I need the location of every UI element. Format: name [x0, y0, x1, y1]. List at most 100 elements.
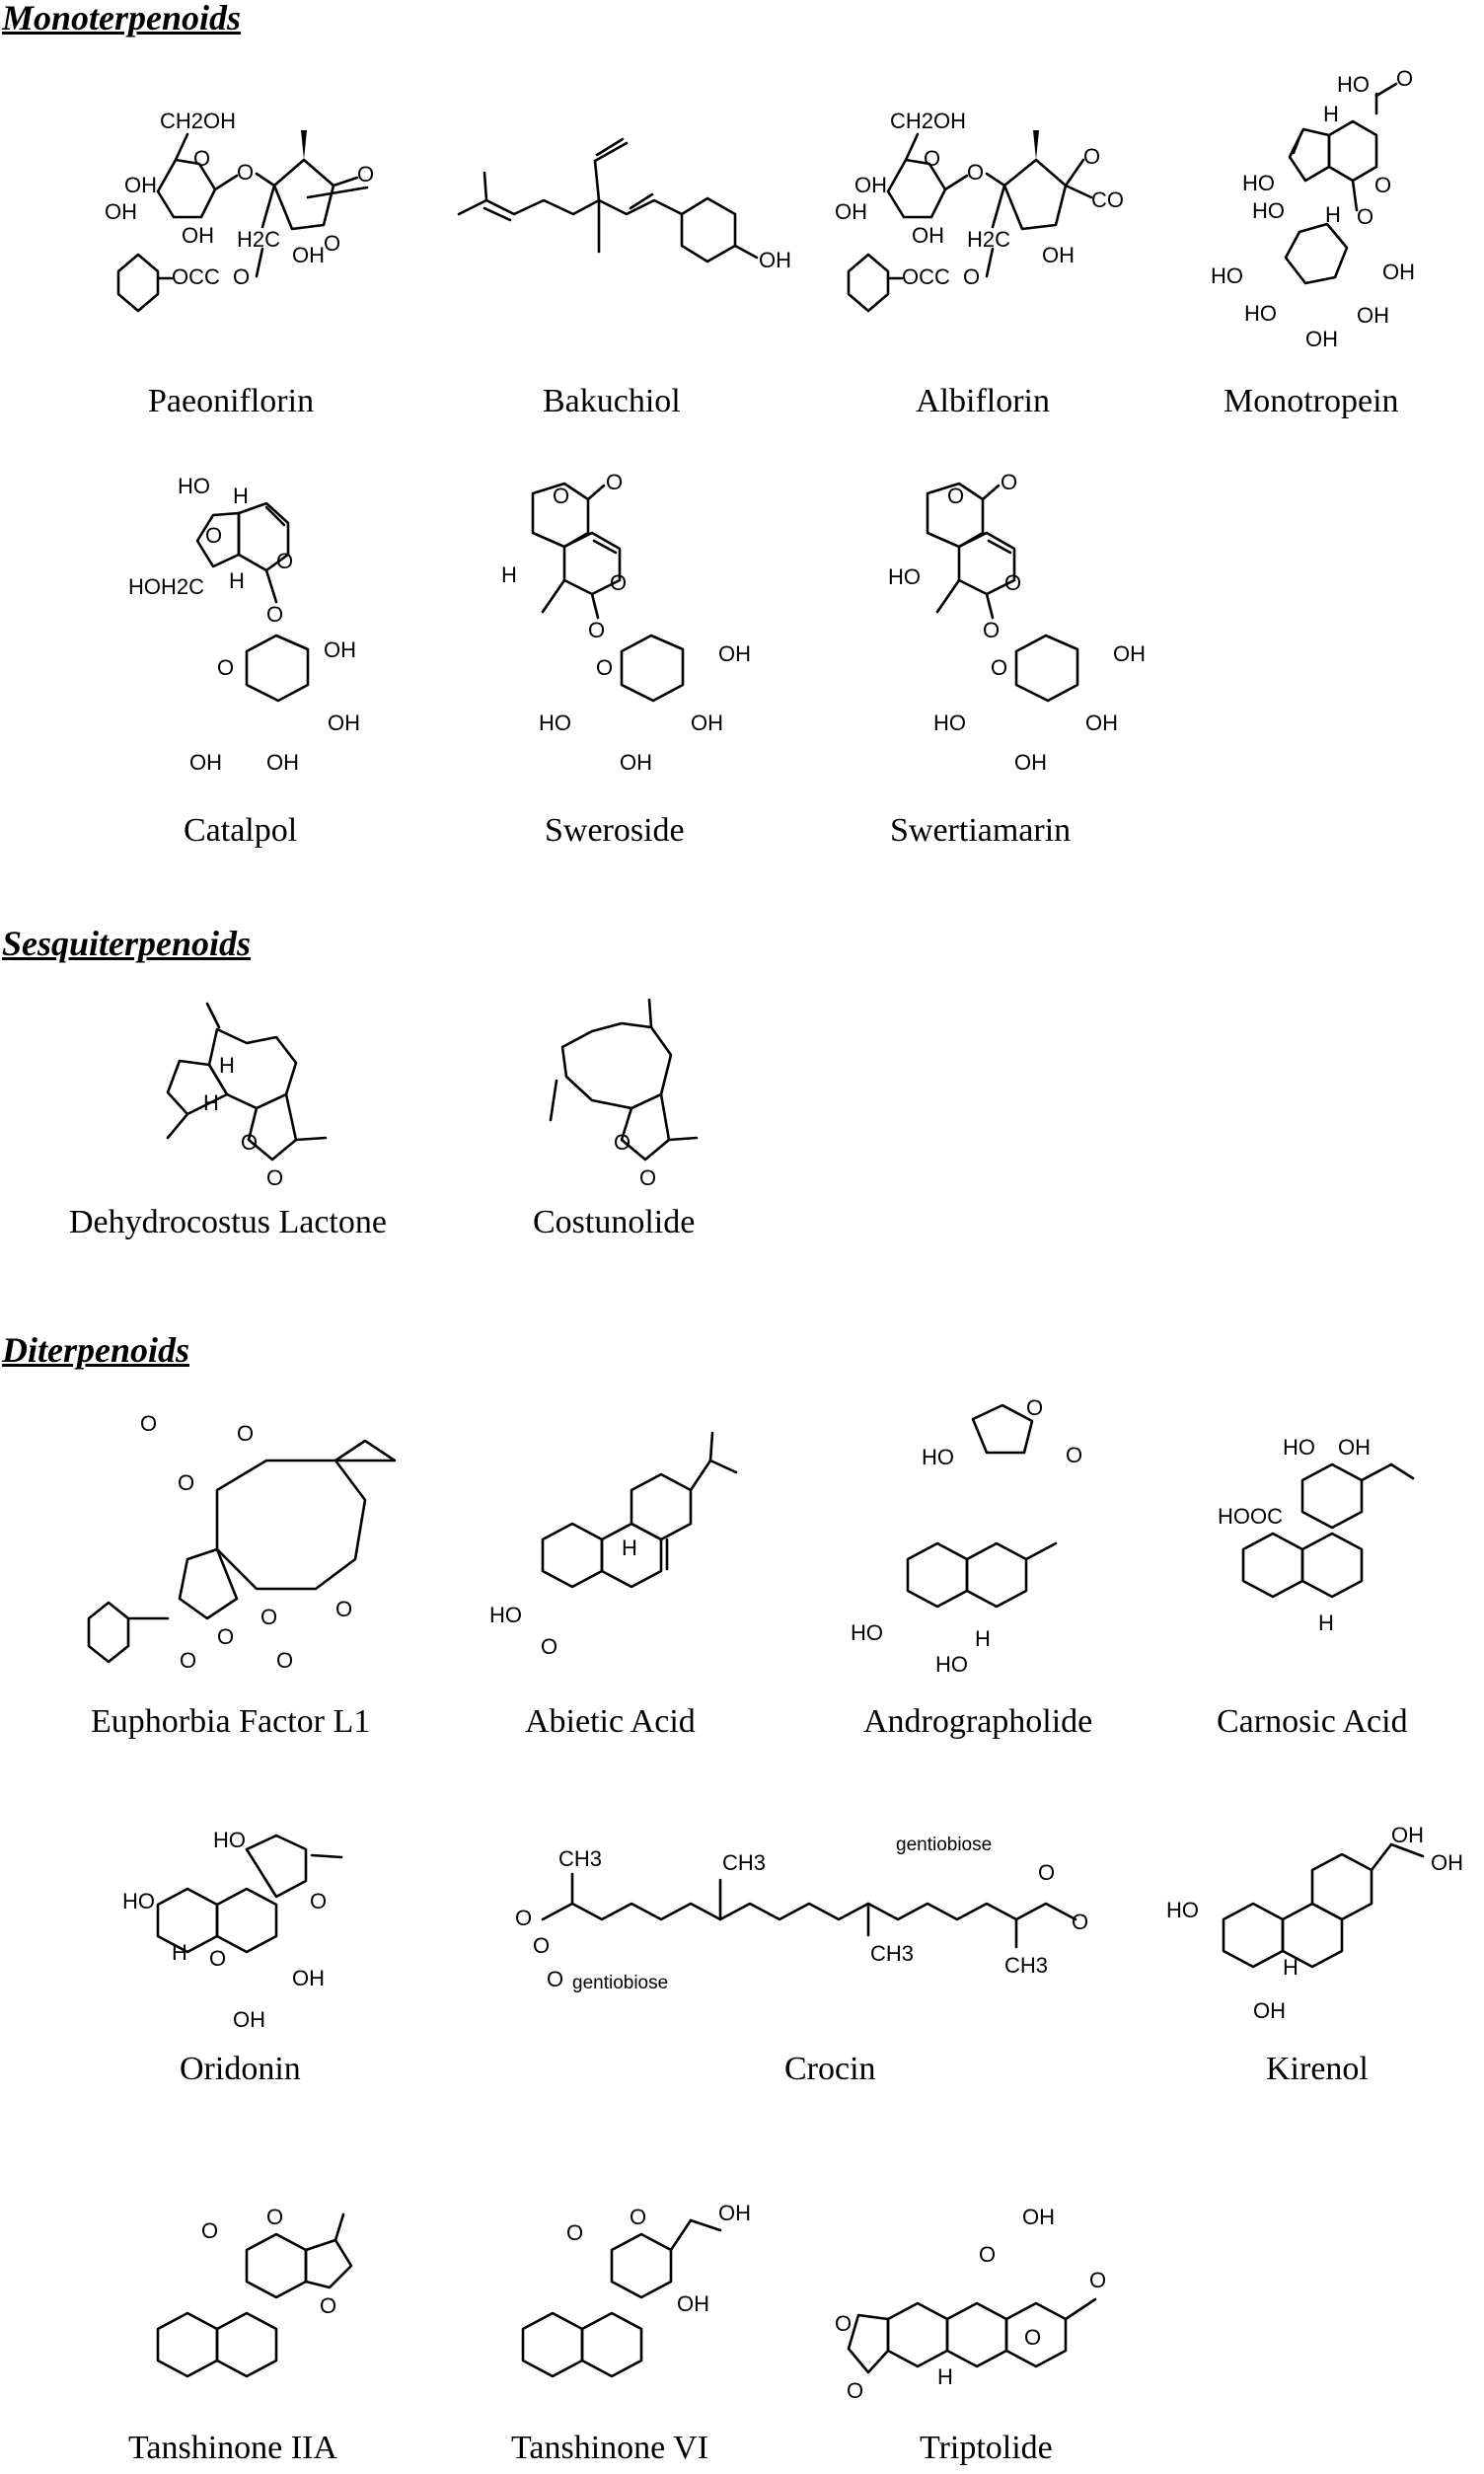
svg-text:OH: OH — [854, 173, 887, 197]
svg-text:O: O — [566, 2220, 583, 2245]
svg-text:CO: CO — [1091, 187, 1124, 212]
svg-text:O: O — [588, 618, 605, 642]
svg-text:HO: HO — [489, 1603, 522, 1627]
svg-text:O: O — [335, 1597, 352, 1621]
compound-name: Sweroside — [545, 812, 685, 849]
compound-name: Swertiamarin — [890, 812, 1072, 849]
svg-text:O: O — [180, 1648, 196, 1673]
compound-name: Oridonin — [180, 2051, 301, 2087]
svg-text:H: H — [1318, 1611, 1334, 1635]
svg-text:OH: OH — [677, 2291, 709, 2316]
compound-name: Tanshinone IIA — [128, 2430, 337, 2466]
svg-text:H: H — [1325, 202, 1341, 227]
svg-text:O: O — [1072, 1910, 1088, 1934]
compound-name: Crocin — [784, 2051, 876, 2087]
svg-text:HO: HO — [1252, 198, 1285, 223]
svg-text:CH3: CH3 — [870, 1941, 914, 1966]
svg-text:O: O — [1083, 144, 1100, 169]
svg-text:HO: HO — [922, 1445, 954, 1469]
svg-text:O: O — [967, 160, 984, 185]
structure-costunolide: O O — [523, 992, 720, 1190]
svg-text:OH: OH — [1382, 260, 1415, 284]
compound-name: Kirenol — [1266, 2051, 1369, 2087]
compound-name: Carnosic Acid — [1217, 1703, 1408, 1740]
svg-text:HOH2C: HOH2C — [128, 574, 204, 599]
svg-text:O: O — [1001, 470, 1017, 494]
svg-text:H: H — [1283, 1955, 1298, 1980]
svg-text:O: O — [983, 618, 1000, 642]
compound-name: Albiflorin — [916, 383, 1050, 419]
svg-text:CH2OH: CH2OH — [890, 109, 966, 133]
svg-text:O: O — [237, 160, 254, 185]
svg-text:O: O — [1004, 570, 1021, 595]
svg-text:O: O — [320, 2293, 336, 2318]
svg-text:O: O — [515, 1906, 532, 1930]
svg-text:HOOC: HOOC — [1218, 1504, 1283, 1529]
svg-text:H: H — [172, 1940, 187, 1965]
svg-text:O: O — [979, 2242, 996, 2267]
svg-text:O: O — [835, 2311, 852, 2336]
compound-name: Abietic Acid — [525, 1703, 696, 1740]
structure-tanshinone-vi: O O OH OH — [483, 2171, 760, 2428]
svg-text:O: O — [610, 570, 627, 595]
svg-text:H: H — [622, 1536, 637, 1560]
svg-text:O: O — [276, 1648, 293, 1673]
svg-text:O: O — [193, 146, 210, 171]
svg-text:O: O — [1089, 2268, 1106, 2292]
svg-text:HO: HO — [1211, 263, 1243, 288]
svg-text:O: O — [924, 146, 940, 171]
svg-text:HO: HO — [539, 711, 571, 735]
svg-text:OCC: OCC — [172, 264, 220, 289]
compound-name: Bakuchiol — [543, 383, 681, 419]
svg-text:O: O — [947, 484, 964, 508]
svg-text:O: O — [553, 484, 569, 508]
svg-text:OH: OH — [1305, 327, 1338, 351]
structure-albiflorin: CH2OH O OH OH OH O O CO H2C OH OCC O — [829, 69, 1145, 336]
compound-name: Catalpol — [184, 812, 298, 849]
svg-text:O: O — [217, 655, 234, 680]
svg-text:HO: HO — [213, 1828, 246, 1852]
svg-text:O: O — [963, 264, 980, 289]
svg-text:OH: OH — [718, 641, 751, 666]
svg-text:OH: OH — [292, 243, 325, 267]
svg-text:OH: OH — [189, 750, 222, 775]
svg-text:OH: OH — [266, 750, 299, 775]
svg-text:OH: OH — [324, 637, 356, 662]
svg-text:O: O — [614, 1130, 631, 1155]
structure-dehydrocostus-lactone: H H O O — [158, 992, 355, 1190]
structure-euphorbia-factor-l1: O O O O O O O O — [69, 1401, 424, 1678]
svg-text:O: O — [201, 2218, 218, 2243]
svg-text:HO: HO — [888, 564, 921, 589]
svg-text:O: O — [1066, 1443, 1082, 1467]
svg-text:gentiobiose: gentiobiose — [572, 1973, 668, 1993]
svg-text:O: O — [260, 1605, 277, 1629]
svg-text:O: O — [310, 1889, 327, 1913]
svg-text:HO: HO — [1244, 301, 1277, 326]
svg-text:H: H — [1323, 102, 1339, 126]
svg-text:OCC: OCC — [902, 264, 950, 289]
svg-text:OH: OH — [1338, 1435, 1371, 1460]
svg-text:O: O — [606, 470, 623, 494]
svg-text:OH: OH — [759, 248, 791, 272]
svg-text:OH: OH — [124, 173, 157, 197]
svg-text:H: H — [203, 1090, 219, 1115]
svg-text:HO: HO — [851, 1620, 883, 1645]
compound-name: Monotropein — [1224, 383, 1399, 419]
svg-text:CH2OH: CH2OH — [160, 109, 236, 133]
svg-text:H: H — [501, 562, 517, 587]
structure-crocin: CH3 CH3 gentiobiose O O O CH3 CH3 O O ge… — [513, 1831, 1105, 2003]
compound-name: Triptolide — [920, 2430, 1053, 2466]
structure-oridonin: HO HO O H O OH OH — [118, 1816, 375, 2062]
svg-text:H: H — [975, 1626, 991, 1651]
svg-text:H2C: H2C — [237, 227, 280, 252]
compound-name: Euphorbia Factor L1 — [91, 1703, 371, 1740]
structure-monotropein: HO O H HO HO H O O HO OH HO OH OH — [1209, 64, 1475, 351]
structure-sweroside: O O H O O O OH HO OH OH — [474, 464, 770, 789]
svg-text:H: H — [219, 1053, 235, 1078]
compound-name: Andrographolide — [863, 1703, 1093, 1740]
svg-text:O: O — [140, 1411, 157, 1436]
svg-text:O: O — [1374, 173, 1391, 197]
svg-text:O: O — [266, 1165, 283, 1190]
svg-text:H: H — [229, 568, 245, 593]
svg-text:O: O — [1038, 1860, 1055, 1885]
